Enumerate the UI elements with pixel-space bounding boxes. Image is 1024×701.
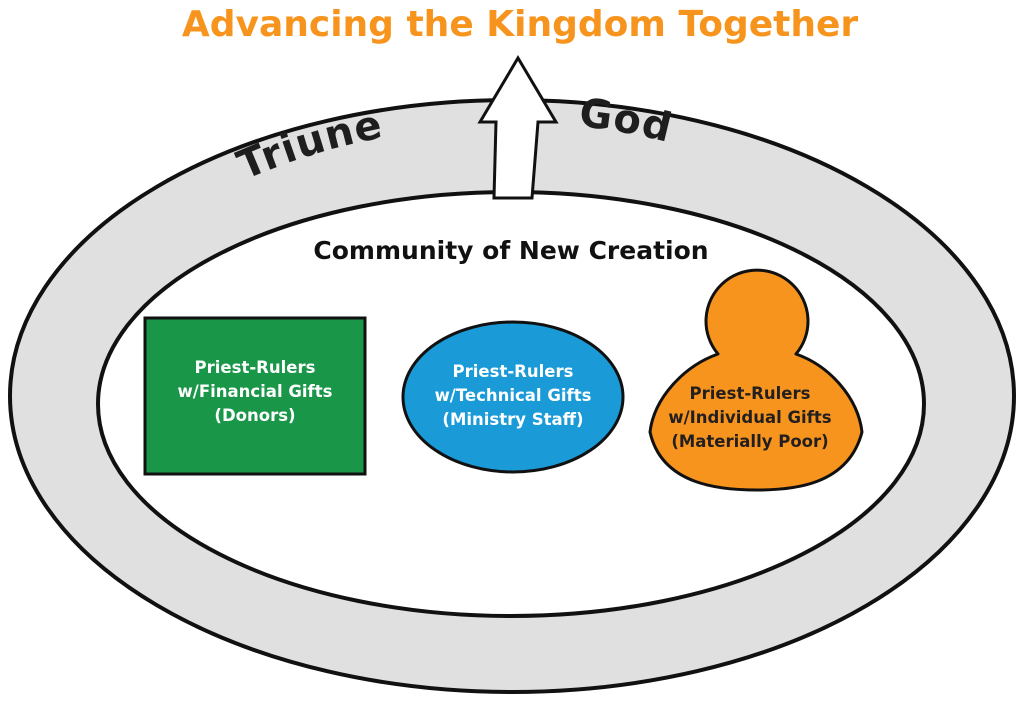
- ministry-staff-ellipse: [401, 320, 625, 474]
- diagram-title: Advancing the Kingdom Together: [182, 4, 859, 45]
- ministry-staff-line-1: Priest-Rulers: [453, 362, 574, 381]
- ministry-staff-line-2: w/Technical Gifts: [435, 386, 592, 405]
- community-label: Community of New Creation: [313, 236, 708, 265]
- ministry-staff-group: Priest-Rulers w/Technical Gifts (Ministr…: [401, 320, 625, 474]
- donors-line-2: w/Financial Gifts: [178, 382, 333, 401]
- donors-box: [143, 316, 367, 476]
- ministry-staff-line-3: (Ministry Staff): [442, 410, 583, 429]
- person-icon: [648, 268, 864, 492]
- materially-poor-line-2: w/Individual Gifts: [668, 408, 831, 427]
- materially-poor-group: Priest-Rulers w/Individual Gifts (Materi…: [648, 268, 864, 492]
- materially-poor-line-1: Priest-Rulers: [690, 384, 811, 403]
- donors-line-3: (Donors): [214, 406, 295, 425]
- upward-arrow: [477, 55, 559, 200]
- materially-poor-line-3: (Materially Poor): [671, 432, 828, 451]
- donors-group: Priest-Rulers w/Financial Gifts (Donors): [143, 316, 367, 476]
- donors-line-1: Priest-Rulers: [195, 358, 316, 377]
